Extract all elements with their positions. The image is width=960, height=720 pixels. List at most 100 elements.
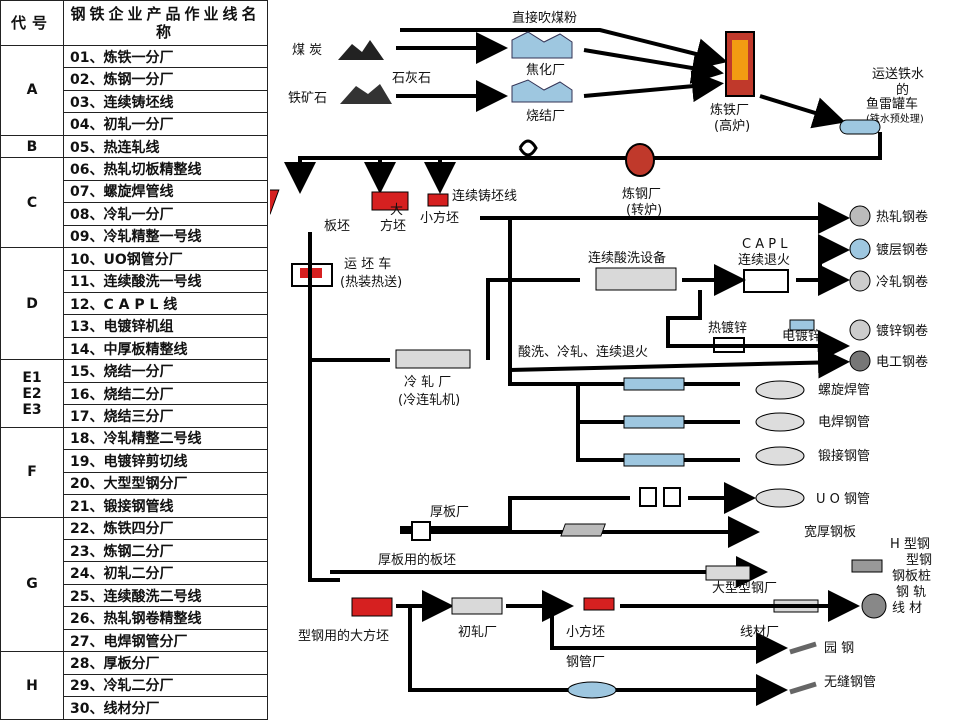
cold-coil-icon xyxy=(849,270,871,292)
ironworks-label: 炼铁厂 xyxy=(710,103,749,118)
legend-line-name: 26、热轧钢卷精整线 xyxy=(63,606,268,630)
legend-group-code: D xyxy=(0,247,64,361)
legend-group-code: B xyxy=(0,134,64,159)
legend-line-name: 06、热轧切板精整线 xyxy=(63,157,268,181)
legend-row: 08、冷轧一分厂 xyxy=(1,202,268,226)
pci-label: 直接吹煤粉 xyxy=(512,10,577,26)
plate-mill-icon xyxy=(411,521,431,541)
electro-galv-label: 电镀锌 xyxy=(782,328,821,344)
legend-line-name: 10、UO钢管分厂 xyxy=(63,247,268,271)
legend-group-code: H xyxy=(0,651,64,720)
billet-label: 小方坯 xyxy=(420,210,459,226)
steelworks-sub-label: (转炉) xyxy=(626,203,662,218)
bloom-icon xyxy=(371,191,409,211)
plate-mill-label: 厚板厂 xyxy=(430,505,469,520)
torpedo-label-2: 的 xyxy=(896,82,909,98)
steel-process-flow-diagram: 煤 炭 铁矿石 石灰石 直接吹煤粉 焦化厂 烧结厂 炼铁厂 (高炉) 运送铁水 … xyxy=(270,10,932,706)
legend-line-name: 03、连续铸坯线 xyxy=(63,89,268,114)
slab-label: 板坯 xyxy=(324,219,350,234)
torpedo-label-1: 运送铁水 xyxy=(872,67,924,82)
caster-coil-icon xyxy=(518,139,538,157)
sinter-label: 烧结厂 xyxy=(526,109,565,124)
pci-line xyxy=(400,28,728,70)
raw-coal-label: 煤 炭 xyxy=(292,43,322,58)
product-section-steel: 型钢 xyxy=(906,553,932,568)
electro-galv-cell-icon xyxy=(789,319,815,331)
legend-line-name: 28、厚板分厂 xyxy=(63,651,268,675)
coated-coil-icon xyxy=(849,238,871,260)
legend-line-name: 09、冷轧精整一号线 xyxy=(63,224,268,249)
legend-group-code: G xyxy=(0,516,64,653)
pipe-mill-line xyxy=(408,606,788,706)
plate-line xyxy=(400,496,630,530)
billet-to-rod-line xyxy=(550,606,690,650)
spiral-former-icon xyxy=(623,377,685,391)
product-seamless-pipe: 无缝钢管 xyxy=(824,675,876,690)
wire-rod-coil-icon xyxy=(861,593,887,619)
bof-converter-icon xyxy=(625,143,655,177)
wire-mill-label: 线材厂 xyxy=(740,625,779,640)
cold-route-line xyxy=(486,278,580,360)
legend-row: 25、连续酸洗二号线 xyxy=(1,583,268,608)
legend-line-name: 24、初轧二分厂 xyxy=(63,561,268,585)
legend-line-name: 16、烧结二分厂 xyxy=(63,381,268,406)
coal-pile-icon xyxy=(338,40,384,60)
small-billet-label: 小方坯 xyxy=(566,624,605,640)
legend-line-name: 19、电镀锌剪切线 xyxy=(63,449,268,473)
erw-former-icon xyxy=(623,415,685,429)
legend-row: 14、中厚板精整线 xyxy=(1,336,268,361)
legend-group-code: C xyxy=(0,157,64,249)
legend-line-name: 22、炼铁四分厂 xyxy=(63,516,268,540)
blooming-mill-icon xyxy=(451,597,503,615)
legend-line-name: 01、炼铁一分厂 xyxy=(63,44,268,69)
legend-row: 13、电镀锌机组 xyxy=(1,314,268,338)
product-list: 热轧钢卷 镀层钢卷 冷轧钢卷 镀锌钢卷 电工钢卷 螺旋焊管 电焊钢管 锻接钢管 … xyxy=(560,205,932,695)
uo-expander-icon xyxy=(663,487,681,507)
legend-header-name: 钢铁企业产品作业线名称 xyxy=(63,0,268,46)
product-electrical-coil: 电工钢卷 xyxy=(876,354,928,370)
product-hot-coil: 热轧钢卷 xyxy=(876,209,928,225)
legend-header-code: 代号 xyxy=(0,0,64,46)
to-electrical-arrow xyxy=(509,346,850,379)
section-bloom-label: 型钢用的大方坯 xyxy=(298,628,389,644)
pickling-line-label: 连续酸洗设备 xyxy=(588,250,666,266)
legend-line-name: 02、炼钢一分厂 xyxy=(63,67,268,91)
torpedo-car-icon xyxy=(839,119,881,135)
billet-icon xyxy=(427,193,449,207)
uo-pipe-icon xyxy=(755,488,805,508)
furnace-flame-icon xyxy=(732,40,748,80)
legend-line-name: 17、烧结三分厂 xyxy=(63,404,268,428)
sinter-plant-icon xyxy=(511,79,573,103)
coking-label: 焦化厂 xyxy=(526,63,565,78)
legend-row: 30、线材分厂 xyxy=(1,696,268,720)
small-billet-icon xyxy=(583,597,615,611)
steelworks-label: 炼钢厂 xyxy=(622,187,661,202)
electrical-coil-icon xyxy=(849,350,871,372)
seamless-pipe-icon xyxy=(789,681,817,695)
legend-row: 04、初轧一分厂 xyxy=(1,112,268,136)
product-forge-pipe: 锻接钢管 xyxy=(818,448,870,464)
product-round-bar: 园 钢 xyxy=(824,641,854,656)
cold-mill-sub-label: (冷连轧机) xyxy=(398,392,460,408)
product-erw-pipe: 电焊钢管 xyxy=(818,414,870,430)
piercer-roll-icon xyxy=(567,681,617,699)
torpedo-to-bof-line xyxy=(284,132,882,194)
legend-row: 23、炼钢二分厂 xyxy=(1,538,268,563)
bloom-label-2: 方坯 xyxy=(380,218,406,234)
forge-pipe-icon xyxy=(755,446,805,466)
legend-line-name: 12、C A P L 线 xyxy=(63,291,268,316)
spiral-pipe-icon xyxy=(755,380,805,400)
ironworks-sub-label: (高炉) xyxy=(714,118,750,134)
legend-line-name: 18、冷轧精整二号线 xyxy=(63,426,268,451)
legend-line-name: 20、大型型钢分厂 xyxy=(63,471,268,496)
legend-row: 07、螺旋焊管线 xyxy=(1,179,268,204)
legend-row: 20、大型型钢分厂 xyxy=(1,471,268,496)
pickling-equipment-icon xyxy=(595,267,677,291)
legend-line-name: 05、热连轧线 xyxy=(63,134,268,159)
product-galv-coil: 镀锌钢卷 xyxy=(876,323,928,339)
